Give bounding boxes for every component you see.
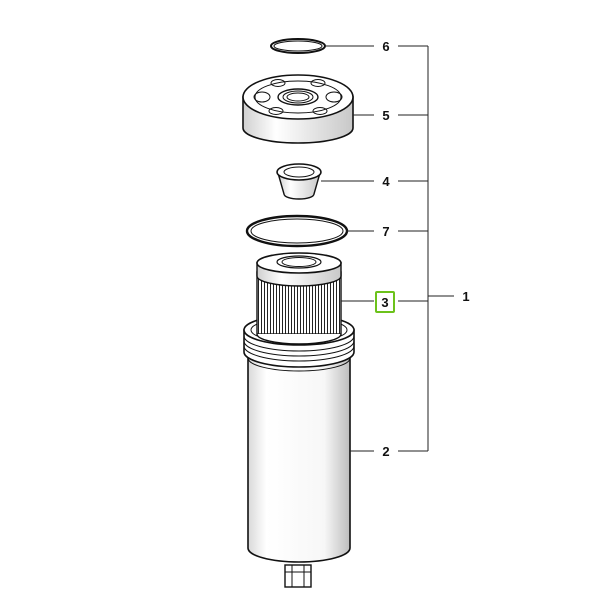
callout-3-highlight[interactable]: 3 [375,291,395,313]
o-ring-top [270,38,326,54]
filter-element [256,252,342,345]
filter-head-cap [242,74,354,144]
callout-7[interactable]: 7 [382,224,389,239]
callout-3[interactable]: 3 [381,295,388,310]
o-ring-large [245,214,349,248]
callout-1[interactable]: 1 [462,289,469,304]
callout-3-box [375,291,395,313]
callout-6[interactable]: 6 [382,39,389,54]
callout-4[interactable]: 4 [382,174,390,189]
callout-5[interactable]: 5 [382,108,389,123]
assembly-bracket [398,45,454,452]
callout-2[interactable]: 2 [382,444,389,459]
valve-grommet [276,163,322,200]
filter-bowl [243,314,355,588]
